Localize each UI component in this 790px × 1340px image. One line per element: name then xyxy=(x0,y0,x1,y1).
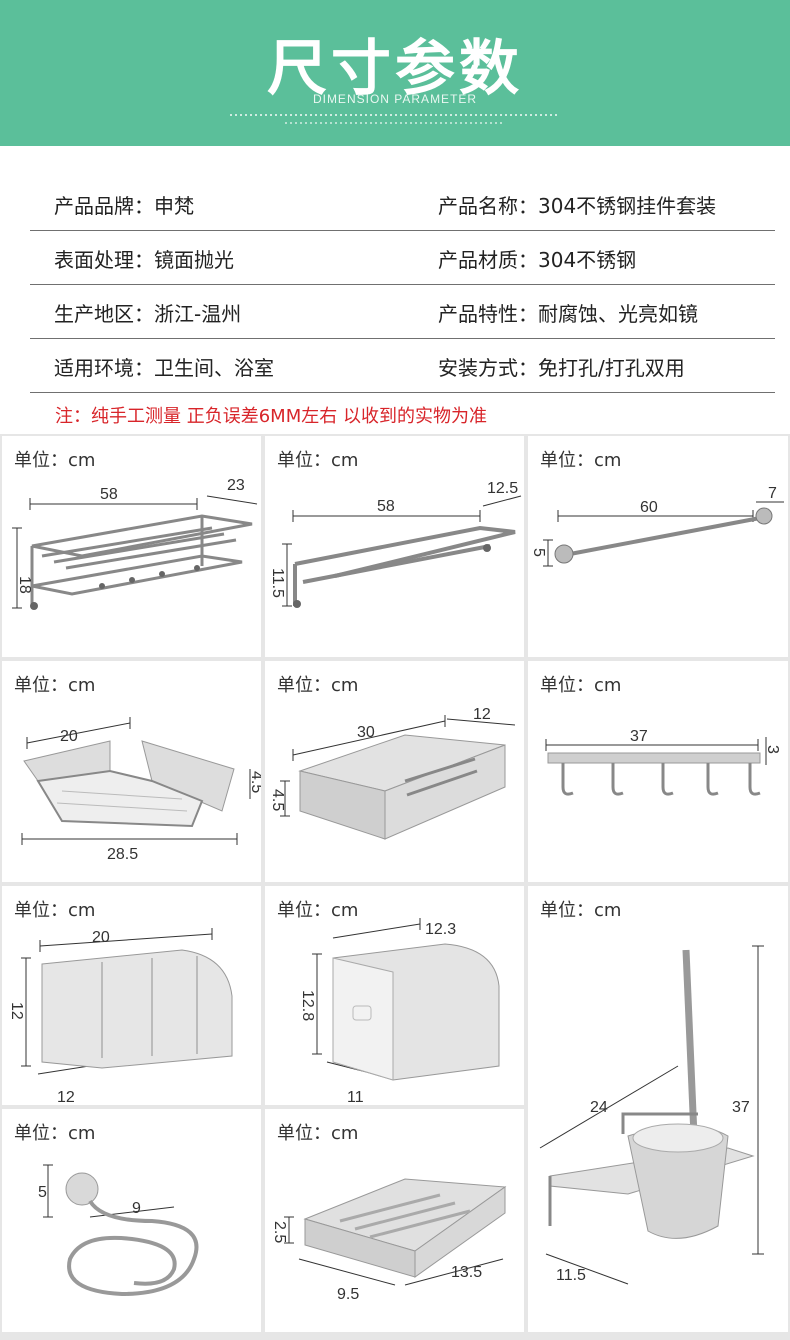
dim-label: 58 xyxy=(377,498,395,515)
unit-label: 单位：cm xyxy=(277,900,359,921)
spec-origin: 生产地区：浙江-温州 xyxy=(54,302,242,326)
dim-label: 4.5 xyxy=(269,789,286,811)
corner-basket-image: 20 4.5 28.5 xyxy=(21,717,261,863)
dim-label: 12 xyxy=(8,1002,25,1020)
small-tissue-box-image: 12.3 12.8 11 xyxy=(299,918,500,1105)
dim-label: 12.5 xyxy=(487,480,518,497)
dim-label: 4.5 xyxy=(248,771,261,793)
towel-bar-shelf-image: 58 12.5 11.5 xyxy=(269,480,522,608)
dim-label: 23 xyxy=(227,477,245,494)
unit-label: 单位：cm xyxy=(14,675,96,696)
dim-label: 12 xyxy=(473,706,491,723)
measurement-note: 注：纯手工测量 正负误差6MM左右 以收到的实物为准 xyxy=(55,406,487,427)
dim-label: 60 xyxy=(640,499,658,516)
spec-row: 生产地区：浙江-温州 产品特性：耐腐蚀、光亮如镜 xyxy=(30,284,775,339)
hair-dryer-holder-image: 5 9 xyxy=(38,1164,199,1297)
soap-dish-image: 2.5 9.5 13.5 xyxy=(271,1178,507,1303)
product-panel: 单位：cm 58 12.5 11.5 xyxy=(265,436,524,657)
hook-rail-image: 37 3 xyxy=(545,728,781,796)
dim-label: 12 xyxy=(57,1089,75,1105)
dim-label: 12.3 xyxy=(425,921,456,938)
unit-label: 单位：cm xyxy=(540,900,622,921)
dim-label: 7 xyxy=(768,485,777,502)
dim-label: 3 xyxy=(764,745,781,754)
decorative-dots xyxy=(285,122,505,124)
spec-feature: 产品特性：耐腐蚀、光亮如镜 xyxy=(438,302,698,326)
unit-label: 单位：cm xyxy=(277,450,359,471)
product-panel: 单位：cm 5 9 xyxy=(2,1109,261,1332)
header-banner: 尺寸参数 DIMENSION PARAMETER xyxy=(0,0,790,146)
dim-label: 5 xyxy=(530,548,547,557)
spec-material: 产品材质：304不锈钢 xyxy=(438,248,637,272)
dim-label: 12.8 xyxy=(299,990,316,1021)
unit-label: 单位：cm xyxy=(14,900,96,921)
unit-label: 单位：cm xyxy=(14,1123,96,1144)
product-panel: 单位：cm 2.5 9.5 13.5 xyxy=(265,1109,524,1332)
dim-label: 20 xyxy=(60,728,78,745)
spec-table: 产品品牌：申梵 产品名称：304不锈钢挂件套装 表面处理：镜面抛光 产品材质：3… xyxy=(0,146,790,434)
dim-label: 11 xyxy=(347,1089,364,1105)
double-towel-rack-image: 58 23 18 xyxy=(12,477,258,610)
dim-label: 9.5 xyxy=(337,1286,359,1303)
product-panel: 单位：cm 20 4.5 28.5 xyxy=(2,661,261,882)
product-panel: 单位：cm 30 12 4.5 xyxy=(265,661,524,882)
spec-environment: 适用环境：卫生间、浴室 xyxy=(54,356,274,380)
spec-row: 表面处理：镜面抛光 产品材质：304不锈钢 xyxy=(30,230,775,285)
dim-label: 37 xyxy=(732,1099,750,1116)
product-panel: 单位：cm 37 3 xyxy=(528,661,788,882)
dim-label: 58 xyxy=(100,486,118,503)
dim-label: 11.5 xyxy=(269,568,286,598)
spec-row: 适用环境：卫生间、浴室 安装方式：免打孔/打孔双用 xyxy=(30,338,775,393)
product-panel: 单位：cm 20 12 12 xyxy=(2,886,261,1105)
dim-label: 30 xyxy=(357,724,375,741)
unit-label: 单位：cm xyxy=(540,450,622,471)
rectangular-basket-image: 30 12 4.5 xyxy=(269,706,516,840)
dim-label: 28.5 xyxy=(107,846,138,863)
decorative-dots xyxy=(230,114,560,116)
toilet-brush-holder-image: 24 37 11.5 xyxy=(539,945,764,1285)
large-tissue-box-image: 20 12 12 xyxy=(8,928,233,1105)
unit-label: 单位：cm xyxy=(277,1123,359,1144)
spec-surface: 表面处理：镜面抛光 xyxy=(54,248,234,272)
product-panel: 单位：cm 60 7 5 xyxy=(528,436,788,657)
unit-label: 单位：cm xyxy=(540,675,622,696)
dim-label: 37 xyxy=(630,728,648,745)
unit-label: 单位：cm xyxy=(277,675,359,696)
product-panel: 单位：cm 24 37 11.5 xyxy=(528,886,788,1332)
dim-label: 5 xyxy=(38,1184,47,1201)
product-panel: 单位：cm 12.3 12.8 11 xyxy=(265,886,524,1105)
dim-label: 13.5 xyxy=(451,1264,482,1281)
dim-label: 2.5 xyxy=(271,1221,288,1243)
product-panel: 单位：cm 58 23 18 xyxy=(2,436,261,657)
dim-label: 20 xyxy=(92,929,110,946)
spec-row: 产品品牌：申梵 产品名称：304不锈钢挂件套装 xyxy=(30,176,775,231)
page-title: 尺寸参数 xyxy=(267,34,523,104)
dim-label: 24 xyxy=(590,1099,608,1116)
spec-brand: 产品品牌：申梵 xyxy=(54,194,194,218)
dim-label: 11.5 xyxy=(556,1267,586,1284)
dim-label: 18 xyxy=(16,576,33,594)
single-towel-bar-image: 60 7 5 xyxy=(530,485,784,567)
spec-install: 安装方式：免打孔/打孔双用 xyxy=(438,356,685,380)
unit-label: 单位：cm xyxy=(14,450,96,471)
spec-product-name: 产品名称：304不锈钢挂件套装 xyxy=(438,194,717,218)
dim-label: 9 xyxy=(132,1200,141,1217)
page-subtitle: DIMENSION PARAMETER xyxy=(312,92,478,106)
